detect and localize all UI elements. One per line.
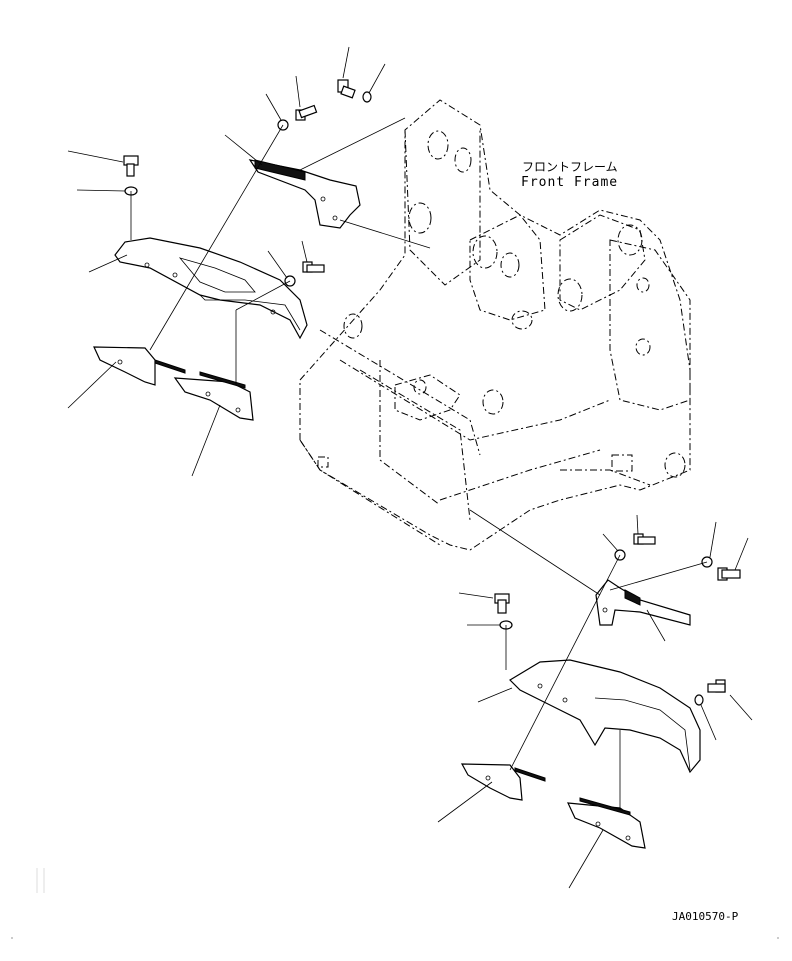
bolt <box>302 261 325 273</box>
mount-plate <box>93 346 156 386</box>
front-frame <box>299 99 691 551</box>
leader-lines-lower <box>437 514 753 889</box>
fender <box>114 237 308 340</box>
fender <box>509 659 701 774</box>
scan-artifacts <box>11 868 779 939</box>
bolt <box>717 567 741 581</box>
bolt <box>633 533 656 545</box>
upper-left-guard-assembly <box>93 79 431 421</box>
leader-lines-upper <box>67 46 386 477</box>
bolt <box>707 679 726 693</box>
lower-right-guard-assembly <box>460 509 741 849</box>
bolt <box>123 155 139 177</box>
washer <box>362 91 372 103</box>
bolt <box>295 104 318 121</box>
front-frame-label-jp: フロントフレーム <box>522 160 618 174</box>
mount-plate <box>567 802 646 849</box>
guard-bracket <box>595 579 691 626</box>
bolt <box>494 593 510 614</box>
figure-code: JA010570-P <box>672 910 739 923</box>
front-frame-label-en: Front Frame <box>521 175 619 190</box>
bolt <box>337 79 356 99</box>
washer <box>694 694 704 706</box>
